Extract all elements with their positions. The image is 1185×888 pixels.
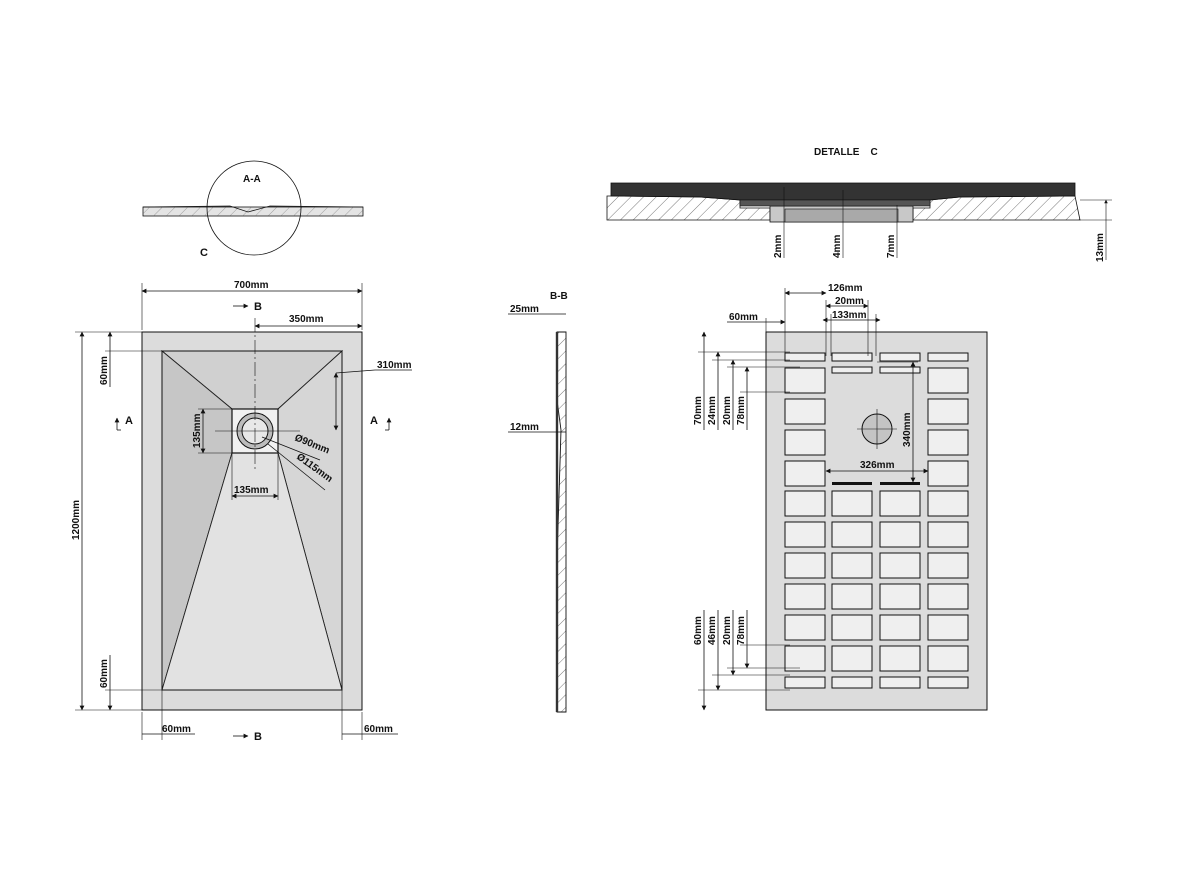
underside-dim-70mm: 70mm xyxy=(693,396,704,425)
underside-rib-cell xyxy=(927,460,969,487)
underside-rib-cell xyxy=(831,614,873,641)
underside-rib-cell xyxy=(879,645,921,672)
underside-rib-cell xyxy=(784,429,826,456)
underside-rib-cell xyxy=(831,645,873,672)
plan-width-dim: 700mm xyxy=(234,280,269,291)
underside-rib-cell xyxy=(784,490,826,517)
underside-dim-24mm: 24mm xyxy=(707,396,718,425)
section-aa-view: A-A C xyxy=(142,160,364,259)
underside-rib-cell xyxy=(784,583,826,610)
underside-rib-cell xyxy=(927,352,969,362)
underside-dim-60mm-top: 60mm xyxy=(729,312,758,323)
underside-rib-cell xyxy=(831,521,873,548)
underside-dim-46mm: 46mm xyxy=(707,616,718,645)
section-bb-view: B-B 25mm 12mm xyxy=(508,291,568,713)
detail-c-title: DETALLE C xyxy=(814,147,878,158)
section-a-marker-right: A xyxy=(370,415,378,427)
underside-rib-cell xyxy=(784,367,826,394)
underside-dim-20mm-top: 20mm xyxy=(835,296,864,307)
drain-width-dim: 135mm xyxy=(234,485,269,496)
underside-rib-cell xyxy=(879,552,921,579)
underside-rib-cell xyxy=(927,614,969,641)
underside-rib-cell xyxy=(879,366,921,374)
section-b-marker-bottom: B xyxy=(254,731,262,743)
underside-rib-cell xyxy=(831,366,873,374)
underside-drain-offset-dim: 340mm xyxy=(902,412,913,447)
underside-rib-cell xyxy=(879,352,921,362)
plan-height-dim: 1200mm xyxy=(71,500,82,540)
underside-rib-cell xyxy=(879,676,921,689)
section-bb-title: B-B xyxy=(550,291,568,302)
underside-rib-cell xyxy=(831,583,873,610)
underside-rib-cell xyxy=(879,583,921,610)
underside-rib-cell xyxy=(927,583,969,610)
underside-rib-cell xyxy=(784,645,826,672)
detail-c-dim-2mm: 2mm xyxy=(773,235,784,258)
underside-rib-cell xyxy=(784,614,826,641)
underside-center-span-dim: 326mm xyxy=(860,460,895,471)
underside-rib-cell xyxy=(927,367,969,394)
plan-slope-corner-dim: 310mm xyxy=(377,360,412,371)
underside-rib-cell xyxy=(927,521,969,548)
section-bb-dim-12mm: 12mm xyxy=(510,422,539,433)
underside-rib-cell xyxy=(784,676,826,689)
underside-view: 340mm 326mm 126mm 20mm 133mm 60mm 70mm 2… xyxy=(693,283,988,711)
underside-rib-cell xyxy=(784,521,826,548)
underside-rib-cell xyxy=(831,676,873,689)
underside-rib-cell xyxy=(927,398,969,425)
detail-c-circle xyxy=(206,160,302,256)
plan-view: 700mm 350mm 310mm B B A A 1200mm 60mm 60… xyxy=(71,280,412,743)
detail-c-dim-4mm: 4mm xyxy=(832,235,843,258)
underside-dim-126mm: 126mm xyxy=(828,283,863,294)
underside-rib-cell xyxy=(927,676,969,689)
underside-rib-cell xyxy=(784,460,826,487)
underside-rib-cell xyxy=(831,490,873,517)
underside-dim-78mm-top: 78mm xyxy=(736,396,747,425)
detail-c-dim-7mm: 7mm xyxy=(886,235,897,258)
underside-rib-cell xyxy=(784,398,826,425)
detail-c-view: DETALLE C 2mm 4mm 7mm 13mm xyxy=(606,147,1112,262)
plan-half-width-dim: 350mm xyxy=(289,314,324,325)
section-bb-profile xyxy=(556,331,567,713)
underside-rib-cell xyxy=(784,352,826,362)
underside-dim-20mm-left: 20mm xyxy=(722,396,733,425)
underside-rib-cell xyxy=(927,490,969,517)
underside-support-bar xyxy=(880,482,920,485)
underside-rib-cell xyxy=(927,552,969,579)
underside-rib-cell xyxy=(927,645,969,672)
plan-left-margin-dim: 60mm xyxy=(162,724,191,735)
section-bb-dim-25mm: 25mm xyxy=(510,304,539,315)
plan-bottom-margin-dim: 60mm xyxy=(99,659,110,688)
underside-rib-cell xyxy=(831,552,873,579)
detail-c-dim-13mm: 13mm xyxy=(1095,233,1106,262)
underside-rib-cell xyxy=(927,429,969,456)
detail-c-mark: C xyxy=(200,247,208,259)
underside-rib-cell xyxy=(879,614,921,641)
underside-dim-78mm-bottom: 78mm xyxy=(736,616,747,645)
underside-dim-60mm-bottom: 60mm xyxy=(693,616,704,645)
underside-support-bar xyxy=(832,482,872,485)
underside-rib-cell xyxy=(831,352,873,362)
underside-rib-cell xyxy=(879,490,921,517)
underside-dim-133mm: 133mm xyxy=(832,310,867,321)
underside-rib-cell xyxy=(879,521,921,548)
underside-rib-grid xyxy=(784,352,969,689)
plan-top-margin-dim: 60mm xyxy=(99,356,110,385)
underside-rib-cell xyxy=(784,552,826,579)
drain-height-dim: 135mm xyxy=(192,413,203,448)
section-aa-title: A-A xyxy=(243,174,261,185)
plan-right-margin-dim: 60mm xyxy=(364,724,393,735)
section-b-marker-top: B xyxy=(254,301,262,313)
underside-dim-20mm-bottom: 20mm xyxy=(722,616,733,645)
section-a-marker-left: A xyxy=(125,415,133,427)
